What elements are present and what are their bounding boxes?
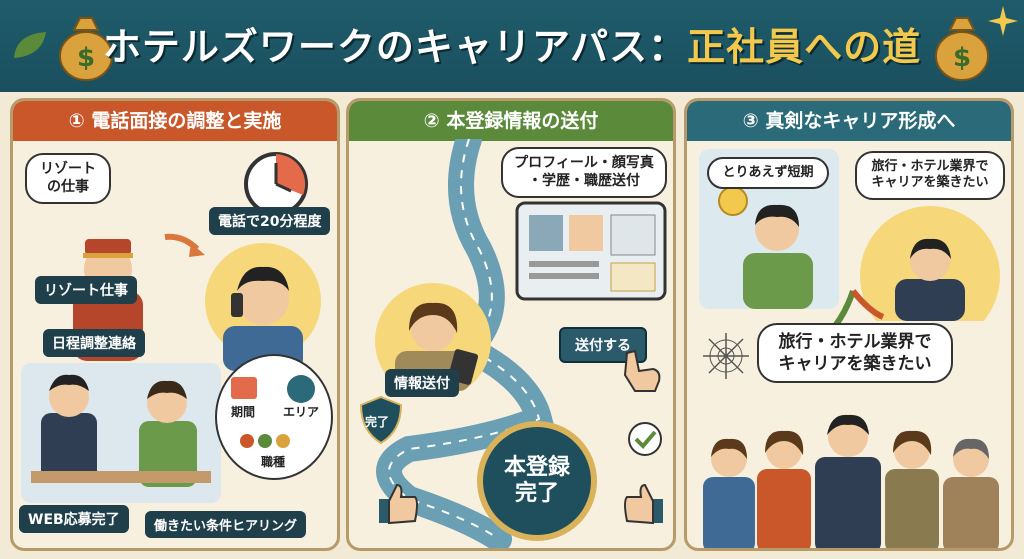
step-2-title: ② 本登録情報の送付 (349, 101, 673, 141)
info-send-label: 情報送付 (385, 369, 459, 397)
step-1-panel: ① 電話面接の調整と実施 リゾート の仕事 リゾート仕事 電話で20分程度 日程… (10, 98, 340, 551)
sparkle-icon (988, 6, 1018, 36)
header-banner: $ ホテルズワークのキャリアパス：正社員への道 $ (0, 0, 1024, 92)
conditions-cloud-illustration (215, 354, 333, 480)
step-3-panel: ③ 真剣なキャリア形成へ とりあえず短期 旅行・ホテル業界で キャリアを築きたい… (684, 98, 1014, 551)
resort-job-bubble: リゾート の仕事 (25, 153, 111, 204)
step-2-panel: ② 本登録情報の送付 情報送付 プロフィール・顔写真 ・学歴・職歴送付 送付する… (346, 98, 676, 551)
job-type-label: 職種 (261, 455, 286, 469)
shield-icon (359, 395, 403, 445)
done-label: 完了 (365, 415, 390, 429)
step-1-title: ① 電話面接の調整と実施 (13, 101, 337, 141)
interview-illustration (21, 363, 221, 503)
hotel-career-bubble: 旅行・ホテル業界で キャリアを築きたい (855, 151, 1005, 200)
page-title-accent: 正社員への道 (687, 25, 922, 69)
thumbs-up-icon (624, 483, 663, 525)
area-label: エリア (283, 405, 320, 419)
pointer-hand-icon (623, 349, 661, 392)
hotel-career-worker-illustration (860, 206, 1000, 321)
career-goal-bubble: 旅行・ホテル業界で キャリアを築きたい (757, 323, 953, 384)
page-title: ホテルズワークのキャリアパス：正社員への道 (102, 25, 922, 69)
money-bag-icon: $ (59, 17, 113, 81)
svg-text:$: $ (953, 43, 971, 73)
spider-web-icon (703, 333, 749, 379)
seal-text: 本登録 完了 (503, 454, 570, 506)
phone-duration-label: 電話で20分程度 (209, 207, 331, 235)
check-icon (628, 422, 662, 456)
web-applied-label: WEB応募完了 (19, 505, 129, 533)
schedule-contact-label: 日程調整連絡 (43, 329, 145, 357)
leaf-icon (14, 32, 46, 58)
period-label: 期間 (231, 405, 256, 419)
conditions-hearing-label: 働きたい条件ヒアリング (145, 511, 307, 538)
registration-complete-seal: 本登録 完了 (477, 421, 597, 541)
thumbs-up-icon (379, 483, 418, 525)
resort-job-label: リゾート仕事 (35, 276, 137, 304)
arrow-icon (164, 233, 205, 257)
step-3-title: ③ 真剣なキャリア形成へ (687, 101, 1011, 141)
svg-text:$: $ (77, 43, 95, 73)
clock-icon (244, 152, 308, 216)
profile-document-monitor (515, 201, 667, 301)
short-term-bubble: とりあえず短期 (707, 157, 829, 190)
money-bag-icon: $ (935, 17, 989, 81)
profile-docs-bubble: プロフィール・顔写真 ・学歴・職歴送付 (501, 147, 667, 198)
team-group-illustration (703, 414, 999, 548)
